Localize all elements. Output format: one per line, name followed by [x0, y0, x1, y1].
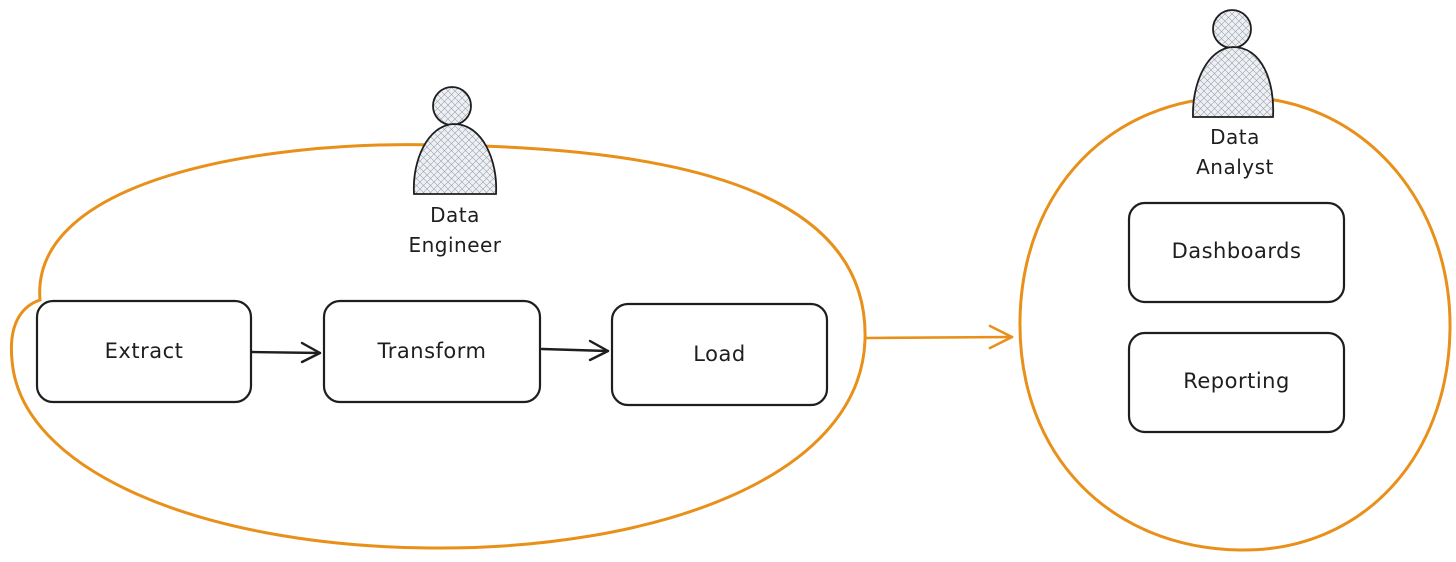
reporting-label: Reporting [1183, 369, 1290, 393]
dashboards-box [1127, 201, 1346, 304]
data-analyst-person-icon [1192, 9, 1275, 118]
engineering-to-analytics-arrow [864, 324, 1014, 350]
data-engineer-person-icon [413, 86, 498, 195]
data-analyst-label: Data Analyst [1175, 122, 1295, 182]
data-engineer-label-line2: Engineer [408, 233, 502, 257]
engineering-group-outline [9, 143, 867, 550]
dashboards-label: Dashboards [1171, 239, 1302, 263]
extract-label: Extract [104, 339, 184, 363]
data-engineer-label: Data Engineer [395, 200, 515, 260]
extract-to-transform-arrow [250, 341, 322, 364]
data-analyst-label-line1: Data [1210, 125, 1260, 149]
data-analyst-label-line2: Analyst [1196, 155, 1274, 179]
load-box [610, 302, 829, 407]
transform-box [322, 299, 542, 404]
data-engineer-label-line1: Data [430, 203, 480, 227]
transform-label: Transform [377, 339, 487, 363]
analytics-group-outline [1018, 95, 1452, 552]
transform-to-load-arrow [540, 339, 610, 362]
load-label: Load [693, 342, 746, 366]
reporting-box [1127, 331, 1346, 434]
